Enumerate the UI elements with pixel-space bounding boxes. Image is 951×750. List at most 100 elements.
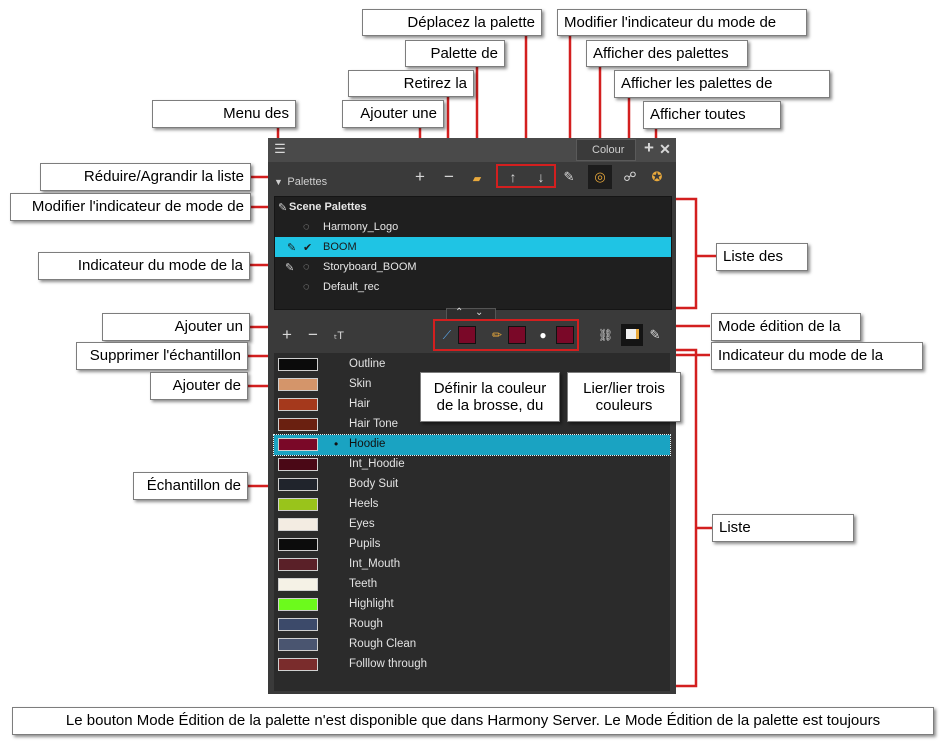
palette-row-selected[interactable]: ✎ ✔ BOOM — [275, 237, 671, 257]
callout-show-all: Afficher toutes — [643, 101, 781, 129]
colour-swatch[interactable] — [278, 538, 318, 551]
list-item[interactable]: Teeth — [274, 575, 670, 595]
colour-swatch[interactable] — [278, 458, 318, 471]
colour-swatch[interactable] — [278, 618, 318, 631]
palette-browser-icon[interactable]: ▰ — [472, 173, 482, 185]
colour-swatch[interactable] — [278, 418, 318, 431]
colour-swatch[interactable] — [278, 398, 318, 411]
colour-swatch[interactable] — [278, 478, 318, 491]
palette-row[interactable]: ✎ ◌ Storyboard_BOOM — [275, 257, 671, 277]
palette-name: Harmony_Logo — [323, 221, 399, 233]
edit-mode-icon — [626, 329, 639, 339]
arrow-down-icon[interactable]: ↓ — [537, 169, 545, 185]
colour-swatch[interactable] — [278, 578, 318, 591]
list-item[interactable]: Rough — [274, 615, 670, 635]
list-item[interactable]: Pupils — [274, 535, 670, 555]
collapse-expand-toggle[interactable]: ▼ Palettes — [274, 172, 327, 190]
add-view-icon[interactable]: + — [644, 138, 654, 157]
callout-collapse-expand: Réduire/Agrandir la liste — [40, 163, 251, 191]
pencil-icon: ✎ — [285, 262, 295, 274]
add-palette-icon[interactable]: + — [415, 167, 425, 186]
pencil-colour-swatch[interactable] — [508, 326, 526, 344]
callout-add-palette: Ajouter une — [342, 100, 444, 128]
palette-row[interactable]: ◌ Default_rec — [275, 277, 671, 297]
pencil-lock-icon[interactable]: ✎ — [563, 169, 575, 184]
pencil-icon: ✎ — [278, 202, 288, 214]
paint-bucket-icon[interactable]: ● — [539, 328, 547, 342]
add-texture-icon[interactable]: ₜT — [334, 330, 344, 342]
all-palettes-icon[interactable]: ✪ — [651, 169, 663, 184]
callout-delete-swatch: Supprimer l'échantillon — [76, 342, 248, 370]
pencil-lock-icon[interactable]: ✎ — [649, 327, 661, 342]
callout-mode-indicator-2: Indicateur du mode de la — [711, 342, 923, 370]
brush-colour-swatch[interactable] — [458, 326, 476, 344]
check-circle-icon: ◌ — [303, 261, 310, 273]
callout-show-palettes-of: Afficher les palettes de — [614, 70, 830, 98]
colour-swatch[interactable] — [278, 638, 318, 651]
chevron-up-icon: ⌃ — [455, 307, 464, 318]
list-item[interactable]: Folllow through — [274, 655, 670, 675]
list-item[interactable]: Body Suit — [274, 475, 670, 495]
tab-colour[interactable]: Colour — [576, 139, 636, 161]
callout-show-palettes: Afficher des palettes — [586, 40, 748, 67]
colour-swatch[interactable] — [278, 658, 318, 671]
colour-name: Heels — [349, 498, 379, 510]
remove-palette-icon[interactable]: − — [444, 167, 454, 186]
colour-swatch[interactable] — [278, 358, 318, 371]
list-item[interactable]: Eyes — [274, 515, 670, 535]
list-item[interactable]: Hair Tone — [274, 415, 670, 435]
callout-modify-scene-mode: Modifier l'indicateur de mode de — [10, 193, 251, 221]
colour-name: Folllow through — [349, 658, 427, 670]
check-circle-icon: ◌ — [303, 281, 310, 293]
callout-modify-mode-indicator: Modifier l'indicateur du mode de — [557, 9, 807, 36]
colour-swatch[interactable] — [278, 518, 318, 531]
palette-edit-mode-button[interactable] — [621, 324, 643, 346]
palette-name: Default_rec — [323, 281, 380, 293]
close-icon[interactable]: ✕ — [659, 141, 671, 157]
list-item[interactable]: Int_Mouth — [274, 555, 670, 575]
menu-icon[interactable]: ☰ — [274, 141, 286, 156]
check-icon: ✔ — [303, 242, 313, 254]
show-scene-palettes-button[interactable]: ◎ — [588, 165, 612, 189]
list-item[interactable]: Int_Hoodie — [274, 455, 670, 475]
pencil-icon[interactable]: ✏ — [491, 328, 503, 342]
palette-row[interactable]: ◌ Harmony_Logo — [275, 217, 671, 237]
callout-palette-list: Liste des — [716, 243, 808, 271]
brush-icon[interactable]: ⟋ — [442, 328, 452, 342]
palette-list: ✎ Scene Palettes ◌ Harmony_Logo ✎ ✔ BOOM… — [274, 196, 672, 310]
list-item[interactable]: Skin — [274, 375, 670, 395]
list-item[interactable]: Hair — [274, 395, 670, 415]
callout-edit-mode: Mode édition de la — [711, 313, 861, 341]
colour-swatch[interactable] — [278, 498, 318, 511]
callout-move-palette: Déplacez la palette — [362, 9, 542, 36]
colour-list: Outline Skin Hair Hair Tone • Hoodie Int… — [273, 353, 671, 691]
link-icon[interactable]: ⛓ — [598, 328, 614, 342]
arrow-up-icon[interactable]: ↑ — [509, 169, 517, 185]
colour-name: Hoodie — [349, 438, 386, 450]
colour-name: Hair Tone — [349, 418, 399, 430]
colour-name: Highlight — [349, 598, 394, 610]
callout-link-colours: Lier/lier trois couleurs — [567, 372, 681, 422]
add-swatch-icon[interactable]: + — [282, 325, 292, 344]
list-item[interactable]: Heels — [274, 495, 670, 515]
list-item[interactable]: Rough Clean — [274, 635, 670, 655]
colour-name: Skin — [349, 378, 372, 390]
colour-name: Eyes — [349, 518, 375, 530]
paint-colour-swatch[interactable] — [556, 326, 574, 344]
colour-swatch[interactable] — [278, 378, 318, 391]
list-item[interactable]: Highlight — [274, 595, 670, 615]
list-item[interactable]: Outline — [274, 355, 670, 375]
scene-palettes-label: Scene Palettes — [289, 201, 367, 213]
callout-colour-list: Liste — [712, 514, 854, 542]
callout-set-brush-colour: Définir la couleur de la brosse, du — [420, 372, 560, 422]
check-circle-icon: ◌ — [303, 221, 310, 233]
palette-icon: ◎ — [594, 169, 606, 184]
element-palettes-icon[interactable]: ☍ — [623, 169, 637, 184]
colour-swatch[interactable] — [278, 598, 318, 611]
colour-swatch[interactable] — [278, 438, 318, 451]
palettes-label: Palettes — [287, 176, 328, 188]
list-item-selected[interactable]: • Hoodie — [273, 434, 671, 456]
delete-swatch-icon[interactable]: − — [308, 325, 318, 344]
colour-swatch[interactable] — [278, 558, 318, 571]
brush-pencil-paint-highlight — [433, 319, 579, 351]
